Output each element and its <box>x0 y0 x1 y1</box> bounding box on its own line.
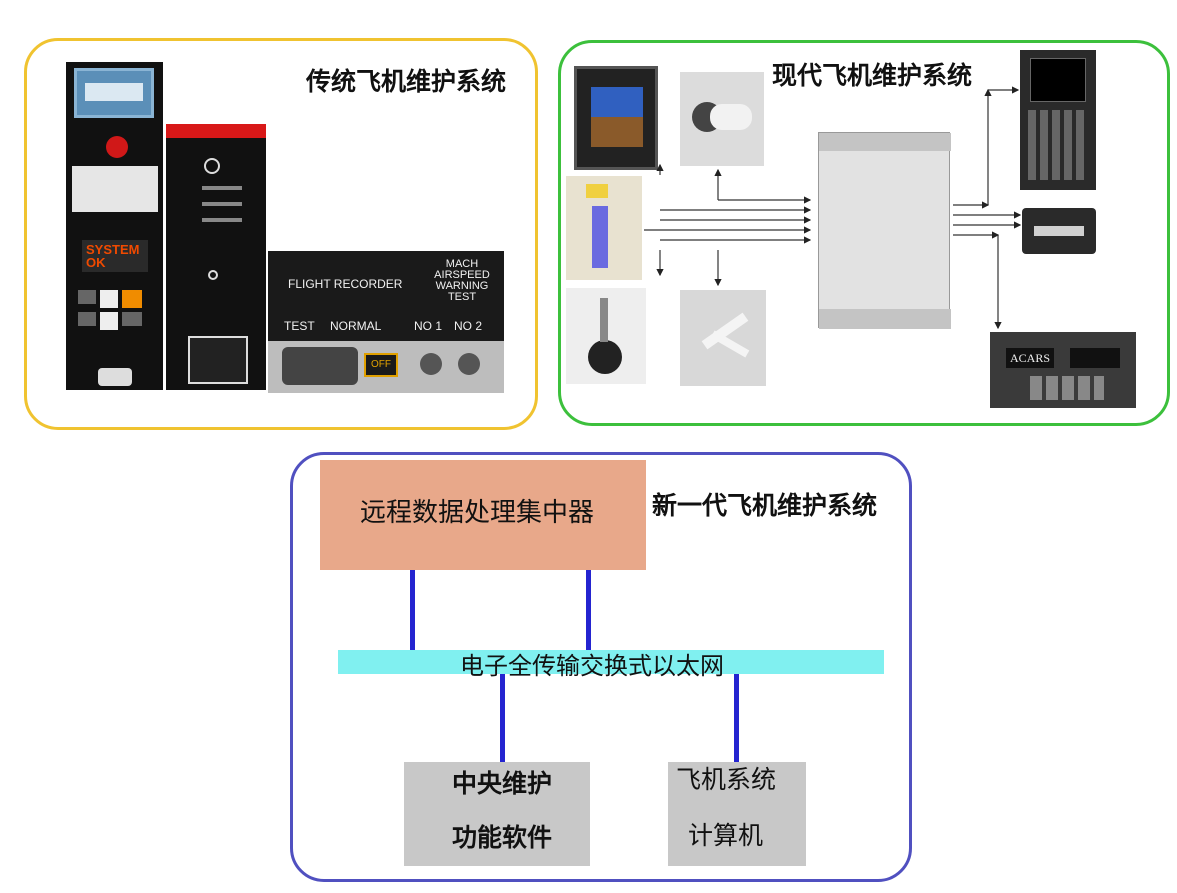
cmf-link <box>500 674 505 764</box>
asc-link <box>734 674 739 764</box>
next-gen-system-title: 新一代飞机维护系统 <box>652 491 878 520</box>
no1-label: NO 1 <box>414 319 443 333</box>
ethernet-network-bar <box>338 650 884 674</box>
test-label: TEST <box>284 319 315 333</box>
next-gen-system-frame <box>290 452 912 882</box>
cockpit-panel-image <box>566 176 642 280</box>
engine-image <box>680 72 764 166</box>
aircraft-system-computer-box <box>668 762 806 866</box>
cmf-label-line2: 功能软件 <box>452 823 553 852</box>
modern-system-frame <box>558 40 1170 426</box>
concentrator-link-right <box>586 570 591 650</box>
off-button[interactable]: OFF <box>364 353 398 377</box>
recorder-switch-panel: OFF <box>268 341 504 393</box>
flight-recorder-label: FLIGHT RECORDER <box>288 277 403 291</box>
asc-label-line2: 计算机 <box>688 821 764 850</box>
no2-label: NO 2 <box>454 319 483 333</box>
remote-data-concentrator-box <box>320 460 646 570</box>
acars-unit-image: ACARS <box>990 332 1136 408</box>
test-button-2[interactable] <box>458 353 480 375</box>
connector-plug <box>98 368 132 386</box>
printer-image <box>1022 208 1096 254</box>
selector-panel <box>166 124 266 390</box>
remote-data-concentrator-label: 远程数据处理集中器 <box>360 498 595 528</box>
traditional-system-title: 传统飞机维护系统 <box>306 67 507 96</box>
concentrator-link-left <box>410 570 415 650</box>
maintenance-control-panel: SYSTEM OK <box>66 62 163 390</box>
cdu-image <box>1020 50 1096 190</box>
instruction-placard <box>72 166 158 212</box>
modern-system-title: 现代飞机维护系统 <box>772 61 973 90</box>
keypad <box>78 290 154 334</box>
acars-display: ACARS <box>1006 348 1054 368</box>
central-maintenance-computer-image <box>818 132 951 329</box>
normal-label: NORMAL <box>330 319 382 333</box>
landing-gear-image <box>566 288 646 384</box>
traditional-system-frame <box>24 38 538 430</box>
aircraft-image <box>680 290 766 386</box>
test-button-1[interactable] <box>420 353 442 375</box>
central-maintenance-function-box <box>404 762 590 866</box>
rotary-knob-icon <box>204 158 220 174</box>
system-status-display: SYSTEM OK <box>82 240 148 272</box>
modern-connection-arrows <box>644 86 1022 330</box>
red-valve-icon <box>106 136 128 158</box>
panel-display <box>74 68 154 118</box>
cmf-label-line1: 中央维护 <box>452 769 553 798</box>
flight-display-image <box>574 66 658 170</box>
mach-airspeed-label: MACH AIRSPEED WARNING TEST <box>434 258 490 303</box>
asc-label-line1: 飞机系统 <box>676 765 777 794</box>
flight-recorder-panel: FLIGHT RECORDER TEST NORMAL MACH AIRSPEE… <box>268 251 504 341</box>
